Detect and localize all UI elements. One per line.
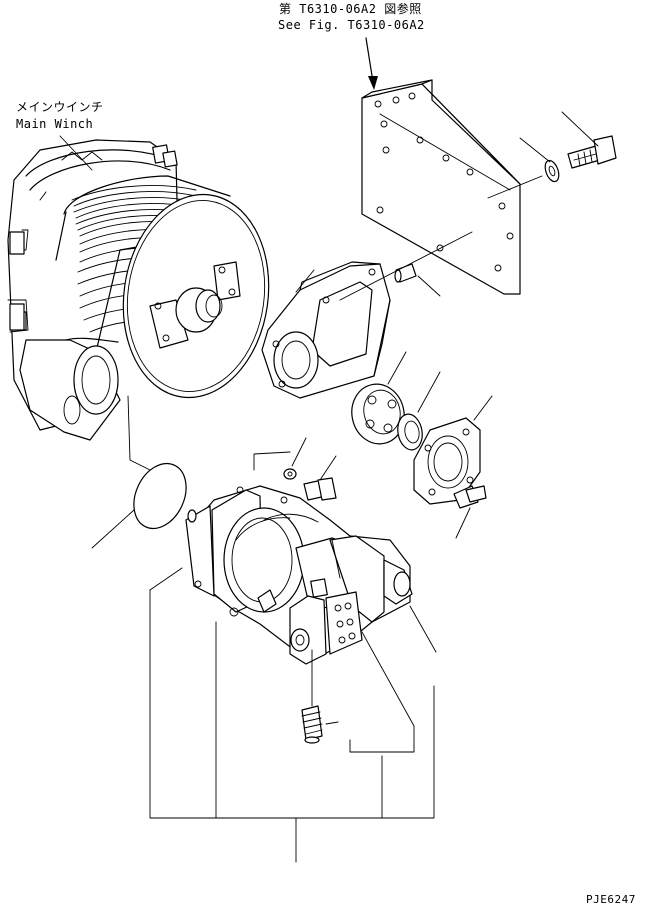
bolt-axis	[487, 175, 543, 199]
main-winch	[7, 139, 270, 441]
leader-motor-bracket	[253, 451, 291, 471]
leader-bolt-small	[319, 455, 337, 481]
leader-fitting	[325, 721, 339, 725]
o-ring	[133, 462, 187, 530]
hydraulic-motor	[185, 485, 413, 665]
fitting	[301, 705, 323, 744]
leader-motor-mount	[295, 269, 315, 293]
washer-small	[283, 468, 297, 480]
bolt-flange	[453, 485, 487, 509]
leader-motor-body	[409, 605, 437, 653]
reference-arrow	[365, 37, 378, 90]
leader-bolt-flange	[455, 507, 471, 539]
motor-mount	[261, 261, 391, 399]
reference-label-jp: 第 T6310-06A2 図参照	[279, 2, 422, 16]
mount-axis	[339, 231, 473, 301]
spline-ring	[397, 413, 423, 451]
leader-coupling	[387, 351, 407, 385]
leader-winch-oring	[127, 395, 151, 471]
leader-winch-label	[59, 135, 93, 171]
flange-plate	[413, 417, 481, 505]
leader-washer-small	[291, 437, 307, 467]
leader-washer-top	[519, 137, 551, 163]
leader-spline-ring	[417, 371, 441, 413]
drawing-code: PJE6247	[586, 893, 636, 906]
winch-label-jp: メインウインチ	[16, 100, 104, 114]
leader-flange-plate	[473, 395, 493, 421]
winch-label-en: Main Winch	[16, 117, 94, 131]
coupling	[351, 383, 405, 445]
bracket-plate	[361, 79, 521, 295]
assembly-bracket	[149, 567, 435, 863]
bolt-top	[567, 135, 617, 169]
leader-pin	[417, 275, 441, 297]
washer-top	[544, 159, 560, 183]
leader-o-ring	[91, 509, 135, 549]
bolt-small	[303, 477, 337, 501]
reference-label-en: See Fig. T6310-06A2	[278, 18, 425, 32]
leader-bolt-top	[561, 111, 599, 147]
